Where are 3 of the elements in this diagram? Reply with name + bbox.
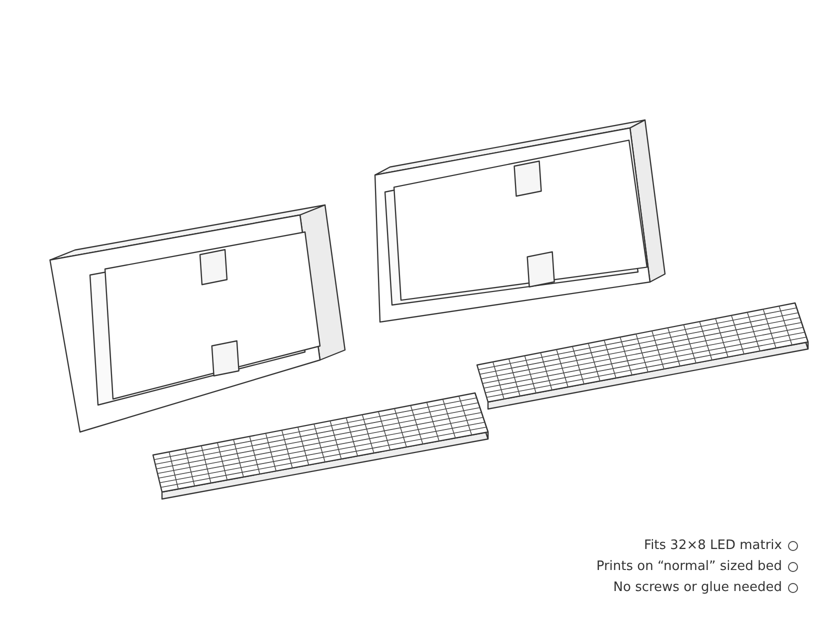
feature-text: No screws or glue needed (613, 580, 782, 595)
feature-text: Prints on “normal” sized bed (596, 559, 782, 574)
feature-text: Fits 32×8 LED matrix (644, 538, 782, 553)
